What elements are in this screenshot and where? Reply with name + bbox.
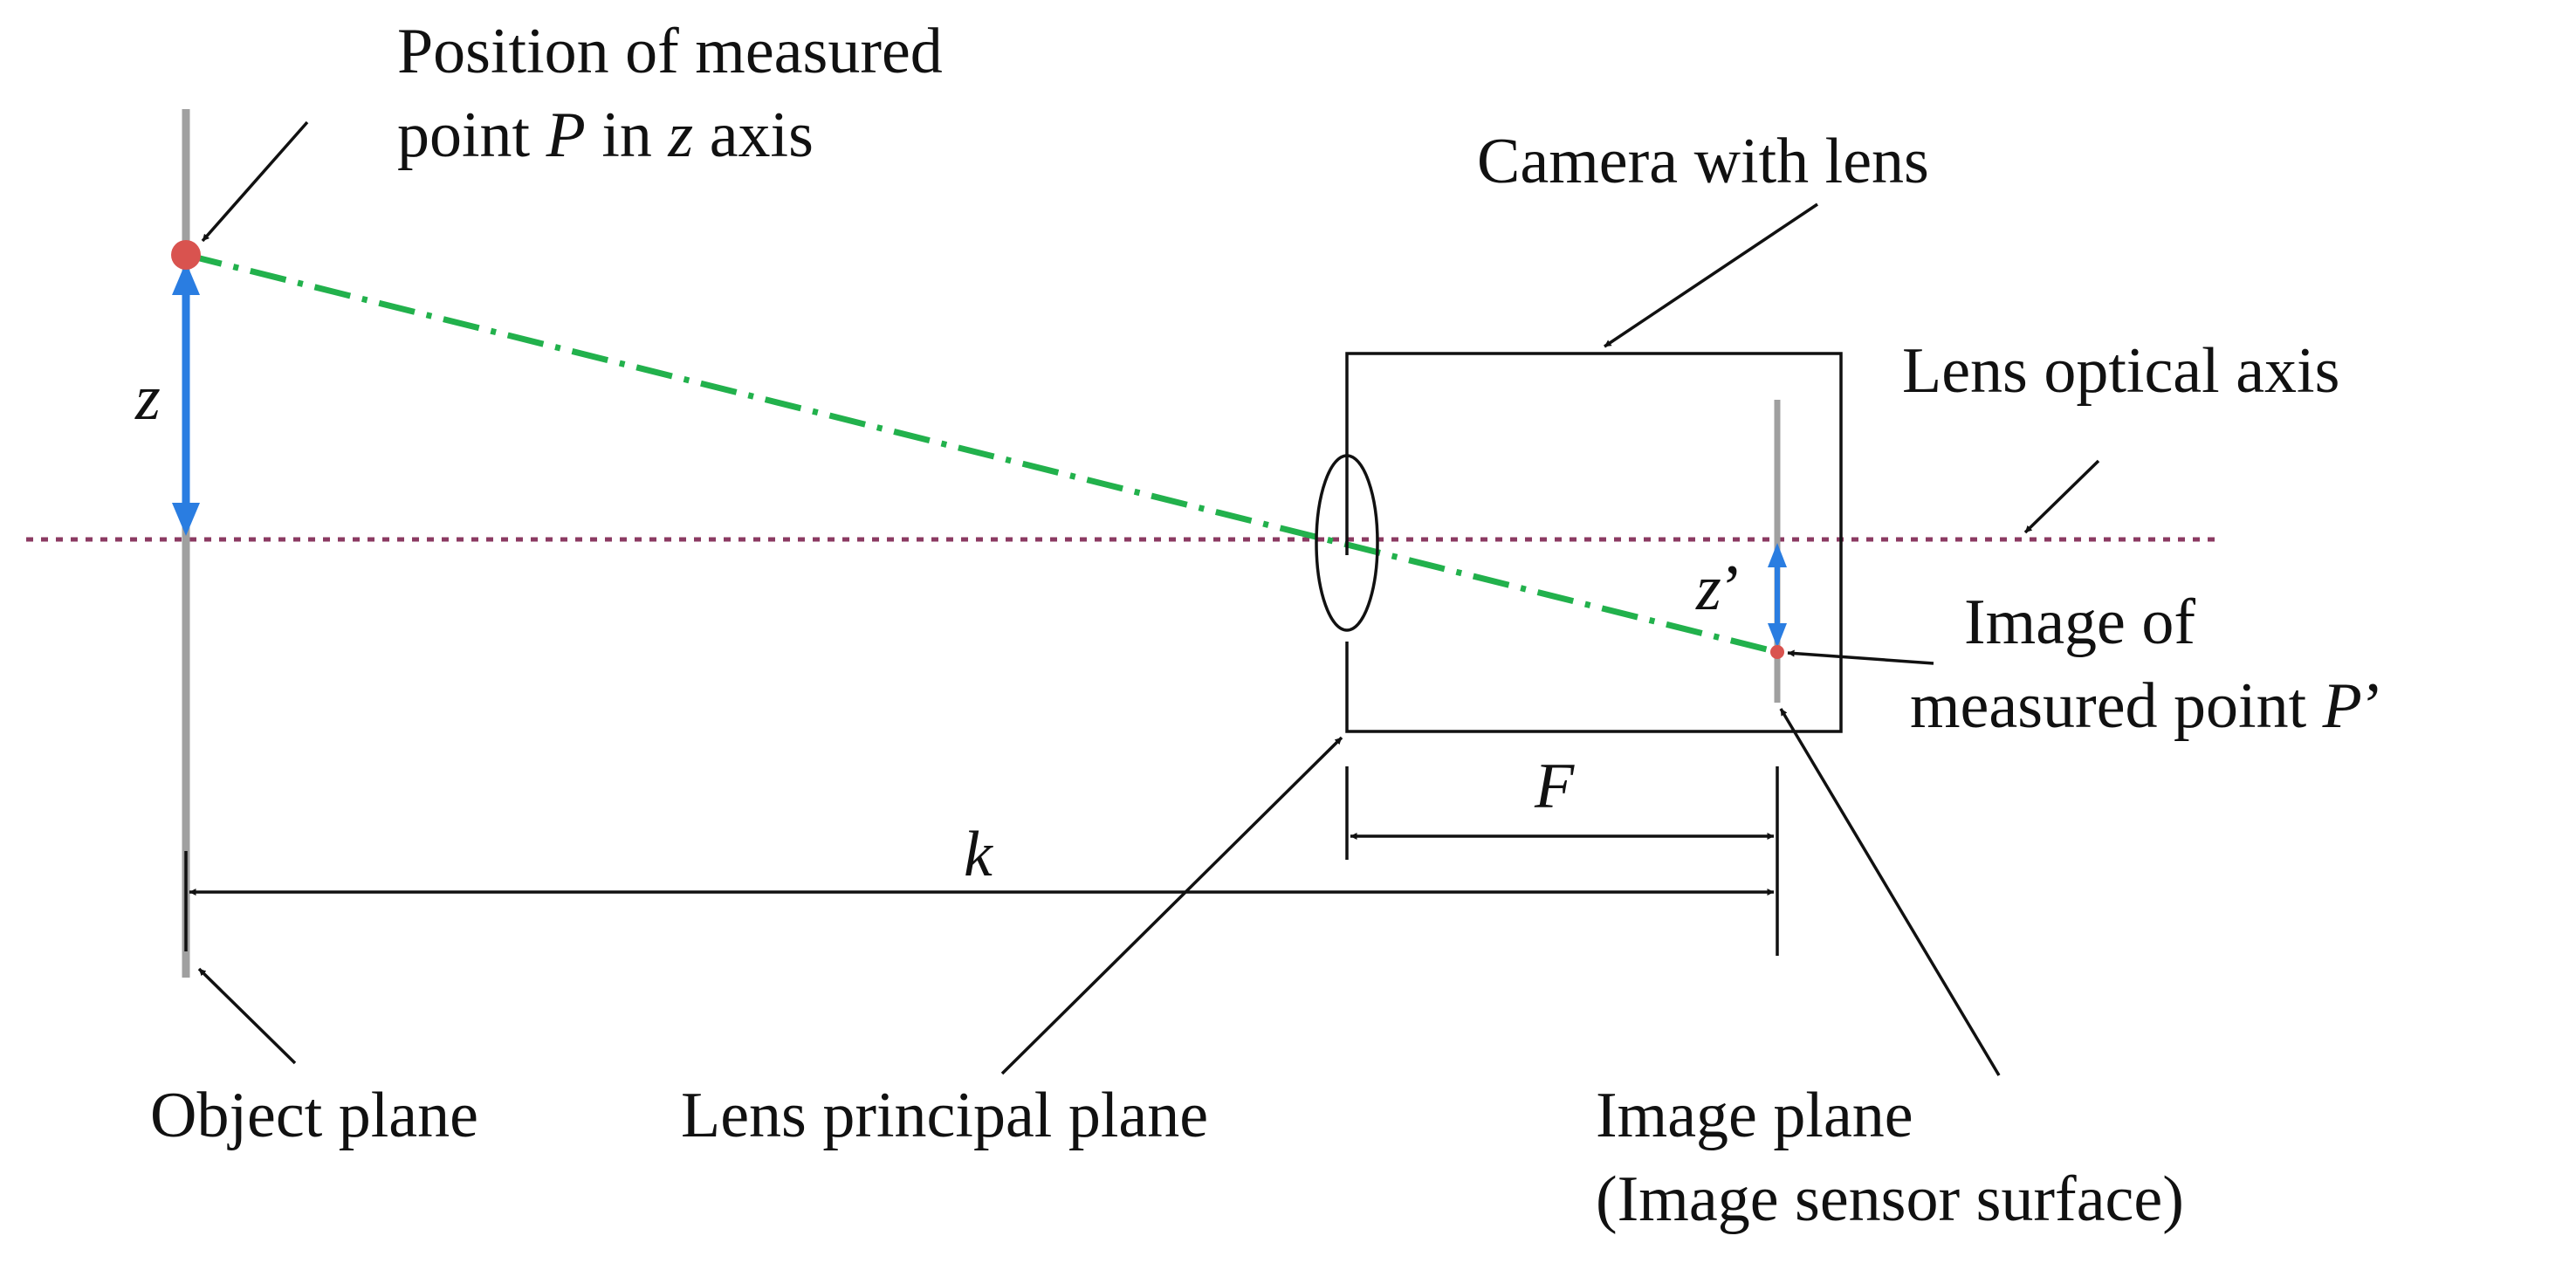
light-ray-line xyxy=(185,251,1778,656)
label-z: z xyxy=(134,362,161,434)
leader-object-plane-arrow xyxy=(197,967,297,1065)
image-point-p-prime xyxy=(1770,645,1784,659)
label-image-plane-line1: Image plane xyxy=(1596,1080,1913,1151)
leader-principal-plane-arrow xyxy=(1000,736,1343,1075)
z-prime-arrow xyxy=(1768,543,1787,648)
label-image-plane-line2: (Image sensor surface) xyxy=(1596,1164,2184,1235)
label-position-line2: point P in z axis xyxy=(397,100,814,171)
label-object-plane: Object plane xyxy=(150,1080,478,1151)
label-image-of-line2: measured point P’ xyxy=(1910,670,2384,742)
label-lens-optical-axis: Lens optical axis xyxy=(1902,335,2339,407)
label-f: F xyxy=(1534,751,1575,822)
leader-position-arrow xyxy=(201,120,309,243)
label-z-prime: z’ xyxy=(1695,553,1742,624)
label-position-line1: Position of measured xyxy=(397,16,943,87)
label-k: k xyxy=(964,819,993,890)
label-camera-with-lens: Camera with lens xyxy=(1477,126,1929,197)
label-lens-principal-plane: Lens principal plane xyxy=(681,1080,1208,1151)
label-image-of-line1: Image of xyxy=(1964,587,2195,658)
z-height-arrow xyxy=(172,262,200,536)
leader-image-plane-arrow xyxy=(1779,708,2001,1076)
leader-image-point-arrow xyxy=(1787,649,1934,665)
leader-optical-axis-arrow xyxy=(2023,459,2100,534)
leader-camera-arrow xyxy=(1604,203,1818,348)
lens-ellipse xyxy=(1315,454,1379,632)
measured-point-p xyxy=(171,240,201,270)
camera-box xyxy=(1345,352,1843,733)
